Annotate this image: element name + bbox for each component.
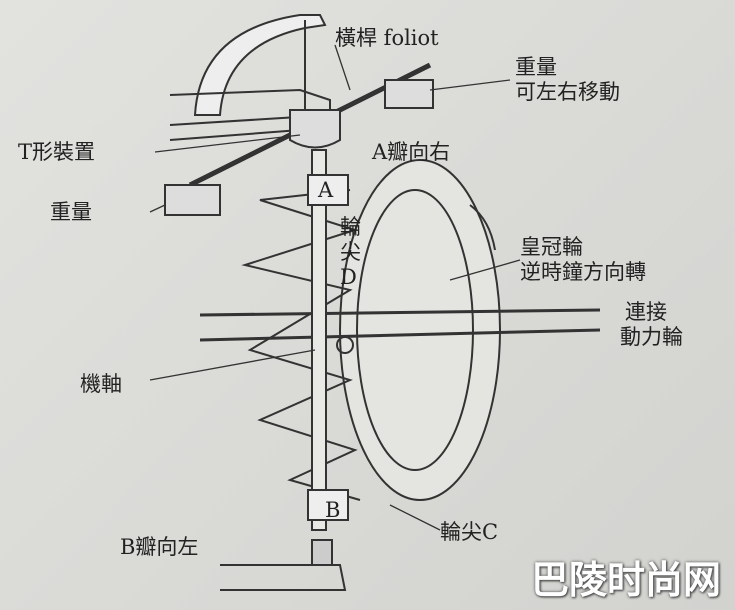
bottom-frame <box>220 564 347 591</box>
leader-lines <box>149 44 521 531</box>
rotation-arrow <box>469 204 496 251</box>
upper-frame <box>169 88 331 126</box>
label-connect: 連接 <box>625 300 667 324</box>
verge-shaft <box>311 149 327 531</box>
crown-wheel-inner <box>356 189 474 471</box>
mark-a: A <box>318 178 334 202</box>
label-tooth-c: 輪尖C <box>440 520 499 544</box>
top-arch <box>193 14 327 116</box>
bottom-bearing <box>311 539 333 566</box>
label-foliot: 橫桿 foliot <box>335 26 439 50</box>
weight-left <box>164 184 221 216</box>
label-crown-wheel: 皇冠輪 <box>520 235 583 259</box>
t-device-hub <box>289 109 341 149</box>
label-t-device: T形裝置 <box>18 140 96 164</box>
verge-pivot <box>336 336 354 354</box>
weight-right <box>384 79 434 109</box>
crown-wheel <box>339 159 501 501</box>
label-weight-left: 重量 <box>50 200 92 224</box>
label-weight-right: 重量 <box>515 55 557 79</box>
label-power-wheel: 動力輪 <box>620 325 683 349</box>
pallet-a <box>307 174 349 206</box>
label-verge: 機軸 <box>80 372 122 396</box>
mark-b: B <box>325 498 341 522</box>
label-tooth-d-1: 輪 <box>340 215 361 239</box>
wheel-axle <box>199 308 601 317</box>
label-counterclockwise: 逆時鐘方向轉 <box>520 260 646 284</box>
label-pallet-b: B瓣向左 <box>120 535 199 559</box>
label-tooth-d-3: D <box>340 265 357 289</box>
watermark: 巴陵时尚网 <box>530 558 721 602</box>
label-tooth-d-2: 尖 <box>340 240 361 264</box>
label-pallet-a: A瓣向右 <box>372 140 451 164</box>
wheel-axle-2 <box>199 328 601 342</box>
frame-bar <box>169 129 301 141</box>
pallet-b <box>307 489 349 521</box>
label-movable: 可左右移動 <box>515 80 620 104</box>
